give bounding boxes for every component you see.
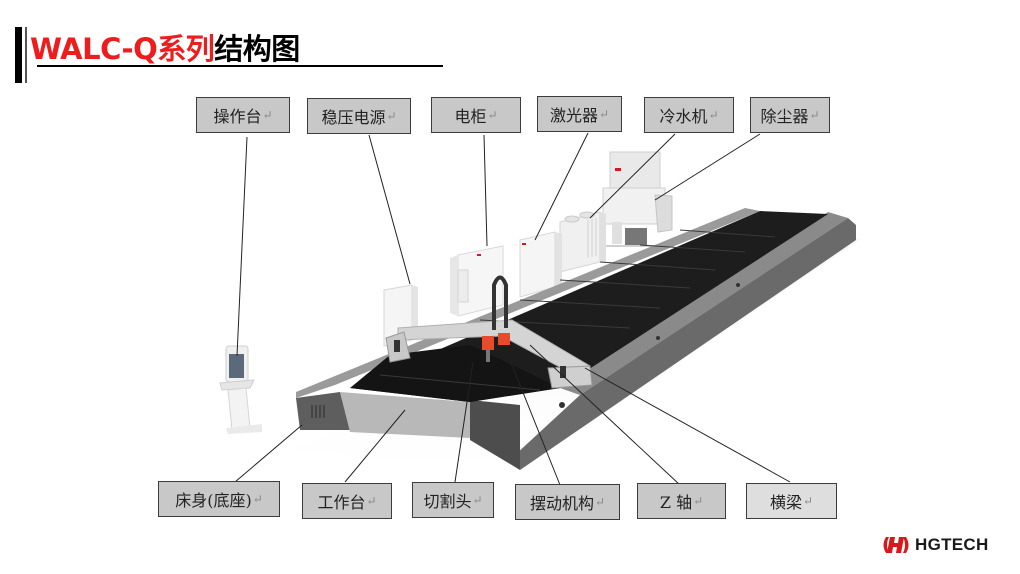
bed-frame — [296, 208, 856, 470]
label-bed-base: 床身(底座)↵ — [158, 481, 280, 517]
paragraph-mark-icon: ↵ — [802, 494, 814, 508]
leader-lines-top — [236, 132, 761, 357]
label-text: 电柜 — [454, 107, 487, 126]
label-voltage-stabilizer: 稳压电源↵ — [307, 98, 411, 134]
title-accent-line — [25, 27, 27, 83]
paragraph-mark-icon: ↵ — [693, 494, 704, 508]
title-accent-bar — [15, 27, 22, 83]
paragraph-mark-icon: ↵ — [809, 108, 820, 122]
leader-lines-bottom — [234, 344, 791, 486]
hgtech-logo: HGTECH — [880, 535, 989, 555]
label-text: 摆动机构 — [529, 494, 594, 513]
label-work-table: 工作台↵ — [302, 483, 392, 519]
label-text: 床身(底座) — [175, 491, 252, 510]
label-crossbeam: 横梁↵ — [746, 483, 837, 519]
paragraph-mark-icon: ↵ — [598, 107, 610, 121]
electric-cabinet-unit — [450, 245, 504, 317]
label-text: 横梁 — [769, 493, 802, 512]
label-text: Z 轴 — [659, 493, 693, 512]
title-underline — [37, 65, 443, 67]
label-text: 操作台 — [213, 107, 262, 126]
hgtech-logo-text: HGTECH — [915, 535, 989, 554]
label-text: 冷水机 — [659, 107, 708, 126]
label-text: 切割头 — [423, 492, 472, 511]
paragraph-mark-icon: ↵ — [708, 108, 719, 122]
label-electric-cabinet: 电柜↵ — [431, 97, 521, 133]
paragraph-mark-icon: ↵ — [262, 108, 273, 122]
hgtech-logo-mark-icon — [883, 537, 909, 553]
page-title: WALC-Q系列结构图 — [30, 26, 300, 68]
label-text: 激光器 — [549, 106, 598, 125]
paragraph-mark-icon: ↵ — [472, 493, 483, 507]
page-title-suffix: 结构图 — [214, 32, 300, 66]
label-cutting-head: 切割头↵ — [412, 482, 494, 518]
paragraph-mark-icon: ↵ — [386, 109, 397, 123]
dust-collector-unit — [602, 151, 673, 247]
crossbeam-gantry — [385, 275, 593, 389]
label-operation-console: 操作台↵ — [196, 97, 290, 133]
paragraph-mark-icon: ↵ — [252, 492, 263, 506]
label-swing-mechanism: 摆动机构↵ — [515, 484, 620, 520]
water-chiller-unit — [559, 211, 606, 273]
label-z-axis: Z 轴↵ — [637, 483, 726, 519]
label-water-chiller: 冷水机↵ — [644, 97, 734, 133]
label-text: 工作台 — [317, 493, 366, 512]
operation-console-unit — [219, 345, 262, 434]
label-text: 稳压电源 — [321, 108, 386, 127]
page-title-series: WALC-Q系列 — [30, 32, 215, 66]
paragraph-mark-icon: ↵ — [366, 494, 377, 508]
paragraph-mark-icon: ↵ — [487, 108, 498, 122]
label-laser: 激光器↵ — [537, 96, 622, 132]
paragraph-mark-icon: ↵ — [594, 495, 606, 509]
label-dust-collector: 除尘器↵ — [750, 97, 830, 133]
label-text: 除尘器 — [760, 107, 809, 126]
